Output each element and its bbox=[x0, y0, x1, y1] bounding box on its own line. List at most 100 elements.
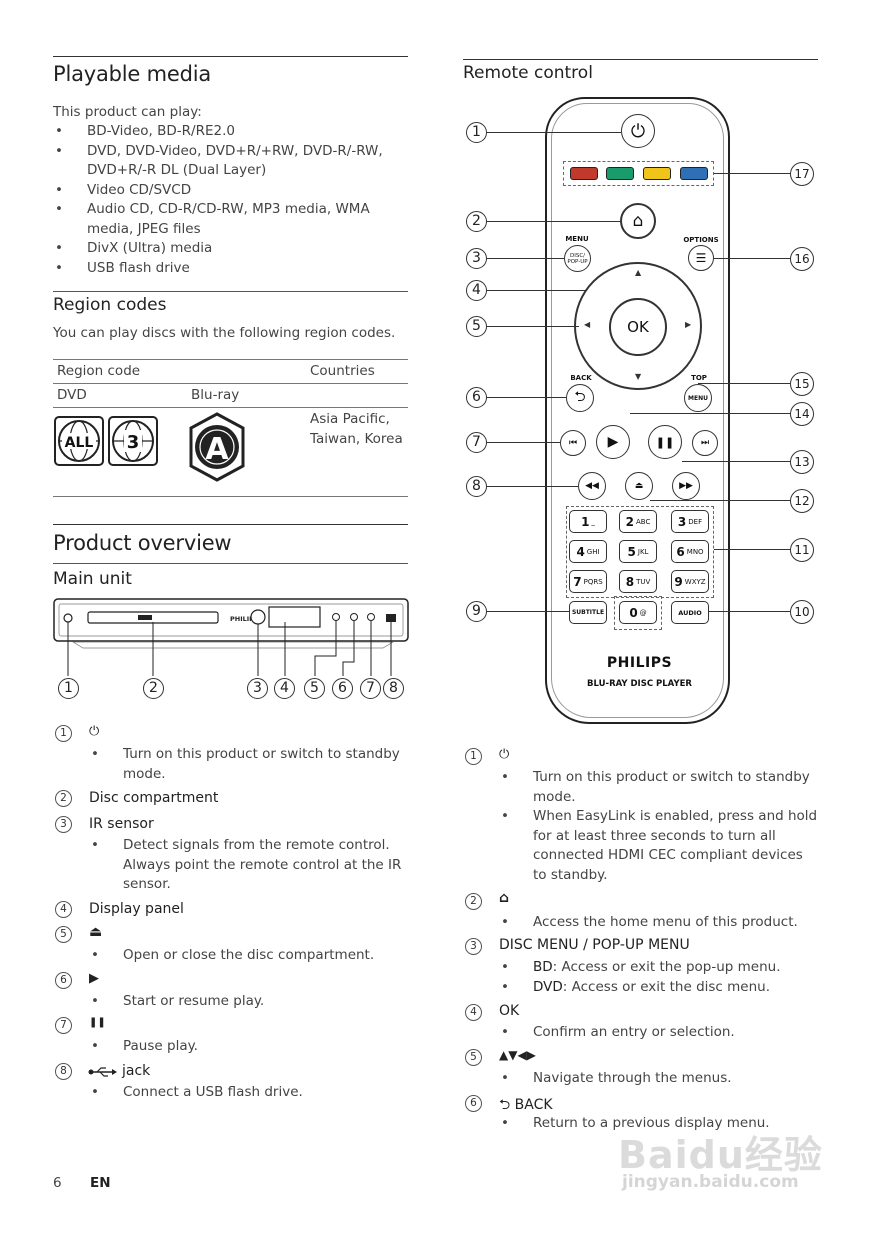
page-number: 6 bbox=[53, 1175, 62, 1191]
item-number: 5 bbox=[55, 926, 72, 943]
item-number: 8 bbox=[55, 1063, 72, 1080]
item-number: 1 bbox=[55, 725, 72, 742]
next-button[interactable]: ⏭ bbox=[692, 430, 718, 456]
key-0[interactable]: 0@ bbox=[619, 601, 657, 624]
down-arrow-icon[interactable]: ▼ bbox=[635, 372, 642, 381]
menu-label: MENU bbox=[565, 235, 589, 243]
rewind-button[interactable]: ◀◀ bbox=[578, 472, 606, 500]
power-button[interactable]: ⏻ bbox=[621, 114, 655, 148]
up-arrow-icon[interactable]: ▲ bbox=[635, 268, 642, 277]
region-intro: You can play discs with the following re… bbox=[53, 325, 396, 341]
play-button[interactable]: ▶ bbox=[596, 425, 630, 459]
audio-button[interactable]: AUDIO bbox=[671, 601, 709, 624]
dvd-region-3-icon: 3 bbox=[108, 416, 158, 466]
disc-menu-label: DISC MENU / POP-UP MENU bbox=[499, 937, 690, 953]
callout-6: 6 bbox=[332, 678, 353, 699]
right-arrow-icon[interactable]: ▶ bbox=[685, 320, 692, 329]
previous-button[interactable]: ⏮ bbox=[560, 430, 586, 456]
key-0-group bbox=[614, 596, 662, 630]
remote-callout-14: 14 bbox=[790, 402, 814, 426]
table-cell-bluray: Blu-ray bbox=[191, 387, 240, 403]
remote-callout-12: 12 bbox=[790, 489, 814, 513]
callout-7: 7 bbox=[360, 678, 381, 699]
key-1[interactable]: 1_ bbox=[569, 510, 607, 533]
power-label: ⏻ bbox=[89, 724, 100, 739]
play-label: ▶ bbox=[89, 971, 99, 986]
top-menu-button[interactable]: MENU bbox=[684, 384, 712, 412]
main-unit-diagram: PHILIPS bbox=[53, 598, 409, 676]
product-overview-heading: Product overview bbox=[53, 531, 232, 555]
item-number: 2 bbox=[465, 893, 482, 910]
list-item: Video CD/SVCD bbox=[53, 181, 408, 201]
watermark-logo: Baidu经验 bbox=[618, 1133, 823, 1177]
blue-button[interactable] bbox=[680, 167, 708, 180]
item-number: 2 bbox=[55, 790, 72, 807]
remote-callout-2: 2 bbox=[466, 211, 487, 232]
item-number: 3 bbox=[465, 938, 482, 955]
remote-callout-5: 5 bbox=[466, 316, 487, 337]
unit-brand-text: PHILIPS bbox=[230, 615, 259, 623]
options-label: OPTIONS bbox=[683, 236, 719, 244]
remote-callout-6: 6 bbox=[466, 387, 487, 408]
display-panel-label: Display panel bbox=[89, 901, 184, 917]
forward-button[interactable]: ▶▶ bbox=[672, 472, 700, 500]
playable-media-heading: Playable media bbox=[53, 62, 212, 86]
pause-label: ❚❚ bbox=[89, 1017, 106, 1028]
remote-callout-13: 13 bbox=[790, 450, 814, 474]
item-number: 4 bbox=[465, 1004, 482, 1021]
region-a-text: A bbox=[205, 432, 229, 467]
table-header-countries: Countries bbox=[310, 363, 375, 379]
remote-callout-1: 1 bbox=[466, 122, 487, 143]
list-item: Open or close the disc compartment. bbox=[89, 946, 409, 966]
callout-5: 5 bbox=[304, 678, 325, 699]
usb-jack-label: jack bbox=[122, 1063, 151, 1079]
callout-8: 8 bbox=[383, 678, 404, 699]
color-buttons-group bbox=[563, 161, 714, 186]
list-item: DivX (Ultra) media bbox=[53, 239, 408, 259]
remote-callout-8: 8 bbox=[466, 476, 487, 497]
item-number: 6 bbox=[55, 972, 72, 989]
list-item: Detect signals from the remote control. … bbox=[89, 836, 409, 895]
left-arrow-icon[interactable]: ◀ bbox=[584, 320, 591, 329]
subtitle-button[interactable]: SUBTITLE bbox=[569, 601, 607, 624]
usb-icon bbox=[88, 1067, 117, 1077]
red-button[interactable] bbox=[570, 167, 598, 180]
list-item: Turn on this product or switch to standb… bbox=[499, 768, 819, 807]
back-label: ⮌ BACK bbox=[499, 1097, 553, 1113]
disc-popup-label: DISC/ POP-UP bbox=[567, 252, 588, 265]
list-item: When EasyLink is enabled, press and hold… bbox=[499, 807, 819, 885]
item-number: 4 bbox=[55, 901, 72, 918]
list-item: Pause play. bbox=[89, 1037, 409, 1057]
home-button[interactable]: ⌂ bbox=[620, 203, 656, 239]
green-button[interactable] bbox=[606, 167, 634, 180]
table-cell-dvd: DVD bbox=[57, 387, 87, 403]
options-button[interactable]: ☰ bbox=[688, 245, 714, 271]
top-menu-text: MENU bbox=[688, 394, 708, 402]
item-number: 5 bbox=[465, 1049, 482, 1066]
ok-label: OK bbox=[627, 318, 649, 336]
home-label: ⌂ bbox=[499, 890, 510, 906]
back-button[interactable]: ⮌ bbox=[566, 384, 594, 412]
disc-compartment-label: Disc compartment bbox=[89, 790, 219, 806]
top-label: TOP bbox=[691, 374, 707, 382]
eject-button[interactable]: ⏏ bbox=[625, 472, 653, 500]
item-number: 6 bbox=[465, 1095, 482, 1112]
list-item: Confirm an entry or selection. bbox=[499, 1023, 819, 1043]
disc-menu-button[interactable]: DISC/ POP-UP bbox=[564, 245, 591, 272]
dvd-region-all-icon: ALL bbox=[54, 416, 104, 466]
eject-label: ⏏ bbox=[89, 924, 103, 940]
yellow-button[interactable] bbox=[643, 167, 671, 180]
remote-callout-17: 17 bbox=[790, 162, 814, 186]
list-item: Connect a USB flash drive. bbox=[89, 1083, 409, 1103]
ok-button[interactable]: OK bbox=[609, 298, 667, 356]
region-codes-heading: Region codes bbox=[53, 295, 167, 315]
pause-button[interactable]: ❚❚ bbox=[648, 425, 682, 459]
